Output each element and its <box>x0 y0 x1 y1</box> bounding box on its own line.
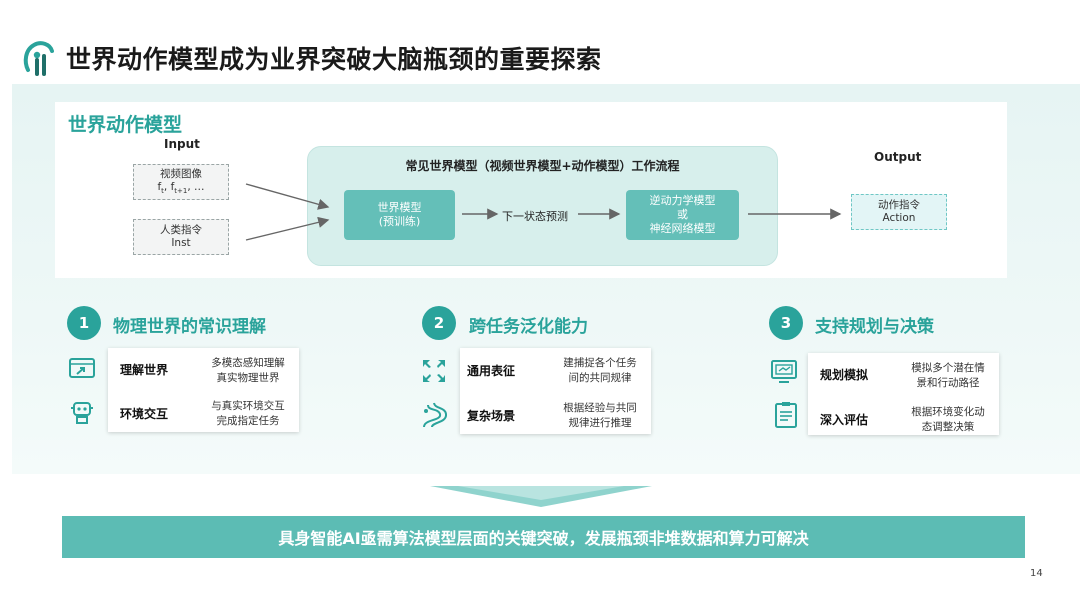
row-desc: 根据经验与共同规律进行推理 <box>563 402 637 430</box>
output-label: Output <box>874 150 922 164</box>
row-label: 理解世界 <box>120 363 169 377</box>
instruction-input-sub: Inst <box>171 237 191 249</box>
section-3-title: 支持规划与决策 <box>815 317 934 337</box>
action-model-label-or: 或 <box>677 208 688 222</box>
section-2-card <box>460 348 651 434</box>
section-2-number: 2 <box>422 306 456 340</box>
row-desc: 模拟多个潜在情景和行动路径 <box>911 362 985 390</box>
page-number: 14 <box>1030 568 1043 579</box>
world-model-sub: (预训练) <box>378 215 421 228</box>
robot-icon <box>71 402 93 424</box>
computer-plan-icon <box>771 360 797 383</box>
section-1-card <box>108 348 299 432</box>
action-model-box: 逆动力学模型 或 神经网络模型 <box>626 190 739 240</box>
monitor-arrow-icon <box>69 358 95 378</box>
expand-arrows-icon <box>423 360 445 382</box>
row-label: 深入评估 <box>820 413 869 427</box>
conclusion-text: 具身智能AI亟需算法模型层面的关键突破，发展瓶颈非堆数据和算力可解决 <box>278 529 809 548</box>
row-label: 规划模拟 <box>820 368 869 382</box>
row-label: 环境交互 <box>120 407 169 421</box>
row-desc: 建捕捉各个任务间的共同规律 <box>563 357 637 385</box>
video-input-box: 视频图像 ft, ft+1, … <box>133 164 229 200</box>
input-label: Input <box>164 137 200 151</box>
diagram-title: 世界动作模型 <box>68 114 183 136</box>
section-3-number: 3 <box>769 306 803 340</box>
row-label: 复杂场景 <box>467 409 516 423</box>
action-output-box: 动作指令 Action <box>851 194 947 230</box>
clipboard-icon <box>775 402 797 428</box>
row-desc: 根据环境变化动态调整决策 <box>911 406 985 434</box>
video-input-label: 视频图像 <box>160 168 202 181</box>
section-1-number: 1 <box>67 306 101 340</box>
row-desc: 多模态感知理解真实物理世界 <box>211 357 285 385</box>
section-1-title: 物理世界的常识理解 <box>113 317 266 337</box>
page-title: 世界动作模型成为业界突破大脑瓶颈的重要探索 <box>66 45 602 74</box>
action-output-label: 动作指令 <box>878 199 920 212</box>
section-2-title: 跨任务泛化能力 <box>469 317 588 337</box>
world-model-box: 世界模型 (预训练) <box>344 190 455 240</box>
instruction-input-label: 人类指令 <box>160 224 202 237</box>
row-label: 通用表征 <box>467 364 516 378</box>
action-model-label-2: 神经网络模型 <box>649 221 716 235</box>
next-state-label: 下一状态预测 <box>502 210 568 223</box>
action-model-label-1: 逆动力学模型 <box>649 194 716 208</box>
row-desc: 与真实环境交互完成指定任务 <box>211 400 285 428</box>
winding-road-icon <box>423 402 447 428</box>
arrow-video-to-model <box>245 183 330 210</box>
world-model-label: 世界模型 <box>377 201 422 215</box>
workflow-title: 常见世界模型（视频世界模型+动作模型）工作流程 <box>405 159 680 173</box>
video-input-frames: ft, ft+1, … <box>157 181 205 196</box>
conclusion-bar: 具身智能AI亟需算法模型层面的关键突破，发展瓶颈非堆数据和算力可解决 <box>62 516 1025 558</box>
section-3-card <box>808 353 999 435</box>
action-output-sub: Action <box>882 212 916 224</box>
arrow-instruction-to-model <box>245 216 330 241</box>
instruction-input-box: 人类指令 Inst <box>133 219 229 255</box>
brand-logo-icon <box>23 41 54 76</box>
